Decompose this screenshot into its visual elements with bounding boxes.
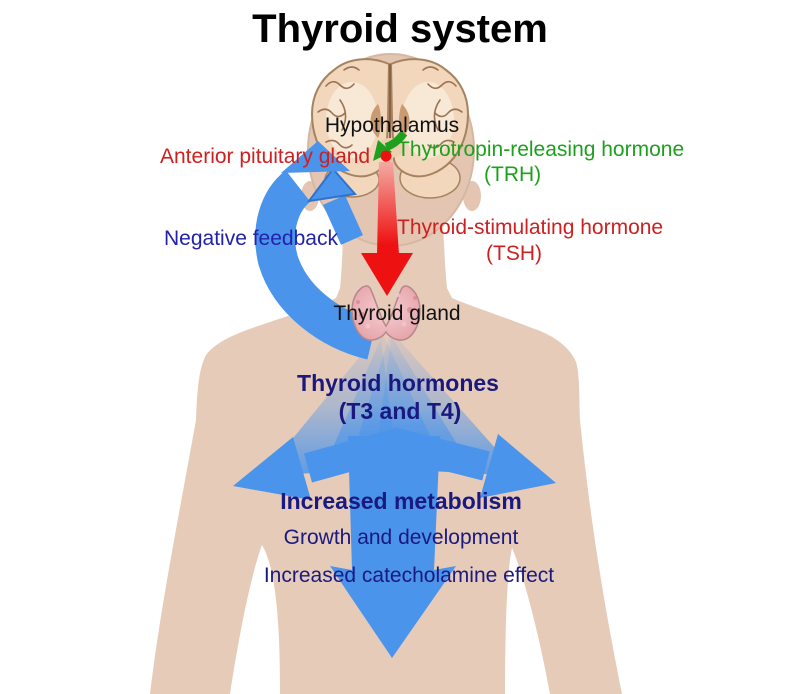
trh-arrowhead (373, 140, 392, 161)
feedback-band (255, 170, 378, 360)
feedback-branch-arrowhead (306, 167, 357, 203)
tsh-arrowhead (361, 253, 413, 296)
left-arrowhead (233, 437, 311, 500)
hormone-output-arrows (233, 427, 556, 658)
catecholamine-label: Increased catecholamine effect (263, 564, 555, 587)
negative-feedback-label: Negative feedback (164, 227, 338, 250)
page-title: Thyroid system (252, 7, 548, 51)
thyroid-texture-dots (356, 293, 417, 329)
increased-metabolism-label: Increased metabolism (280, 488, 522, 514)
tsh-label-line1: Thyroid-stimulating hormone (397, 216, 664, 239)
thyroid-gland-illustration (351, 285, 421, 341)
right-arrowhead (480, 434, 556, 498)
down-arrow (330, 436, 456, 658)
anterior-pituitary-label: Anterior pituitary gland (160, 145, 371, 168)
thyroid-hormones-label-line1: Thyroid hormones (297, 370, 499, 396)
growth-development-label: Growth and development (283, 526, 519, 549)
feedback-branch-shaft (323, 195, 363, 245)
ventricle-left (370, 104, 381, 138)
feedback-main-arrowhead (281, 141, 350, 173)
tsh-label-line2: (TSH) (486, 242, 542, 265)
trh-arrow-tail (384, 130, 408, 151)
trh-label-line2: (TRH) (484, 163, 542, 186)
pituitary-dot (380, 150, 392, 162)
trh-arrow (373, 130, 408, 161)
negative-feedback-arrow (255, 141, 378, 360)
thyroid-gland-label: Thyroid gland (333, 302, 461, 325)
tsh-arrow-shaft (377, 162, 399, 255)
thyroid-hormones-label-line2: (T3 and T4) (338, 398, 462, 424)
white-matter-left (326, 82, 378, 158)
white-matter-right (402, 82, 454, 158)
tsh-arrow (361, 162, 413, 296)
ventricle-right (399, 104, 410, 138)
brain-sulci-lines (317, 66, 463, 149)
hypothalamus-label: Hypothalamus (324, 114, 460, 137)
trh-label-line1: Thyrotropin-releasing hormone (397, 138, 685, 161)
